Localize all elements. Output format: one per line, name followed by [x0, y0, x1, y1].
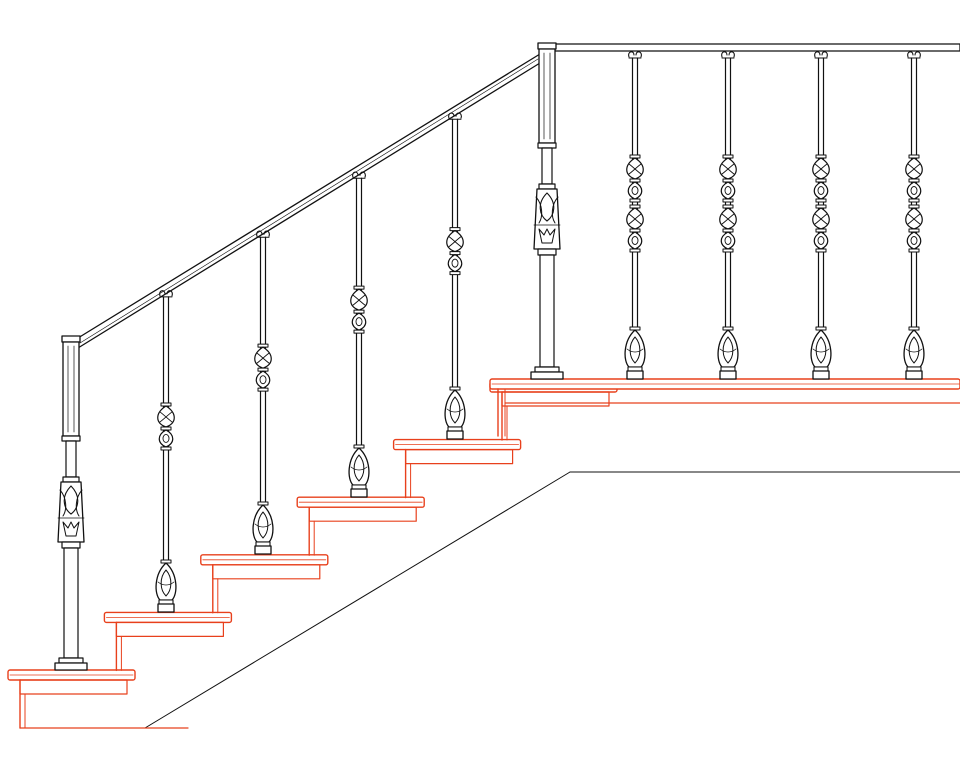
- landing-slab: [489, 378, 960, 437]
- baluster: [252, 230, 274, 555]
- newel-post: [530, 42, 564, 380]
- newel-post: [54, 335, 88, 671]
- stair-tread: [392, 438, 522, 499]
- soffit-diagonal: [144, 471, 571, 729]
- balusters: [155, 51, 925, 613]
- handrail: [77, 43, 960, 349]
- baluster: [903, 51, 925, 380]
- stair-tread: [200, 554, 329, 614]
- stair-tread: [296, 496, 425, 556]
- baluster: [444, 112, 466, 440]
- baluster: [810, 51, 832, 380]
- stair-tread: [103, 611, 233, 672]
- baluster: [717, 51, 739, 380]
- stringer-soffit-line: [19, 471, 960, 729]
- stair-tread: [7, 669, 136, 729]
- stair-tread: [489, 381, 618, 441]
- newel-posts: [54, 42, 564, 671]
- baluster: [155, 290, 177, 613]
- stair-structure: [7, 381, 618, 729]
- baluster: [624, 51, 646, 380]
- baluster: [348, 171, 370, 498]
- handrail-level: [554, 43, 960, 52]
